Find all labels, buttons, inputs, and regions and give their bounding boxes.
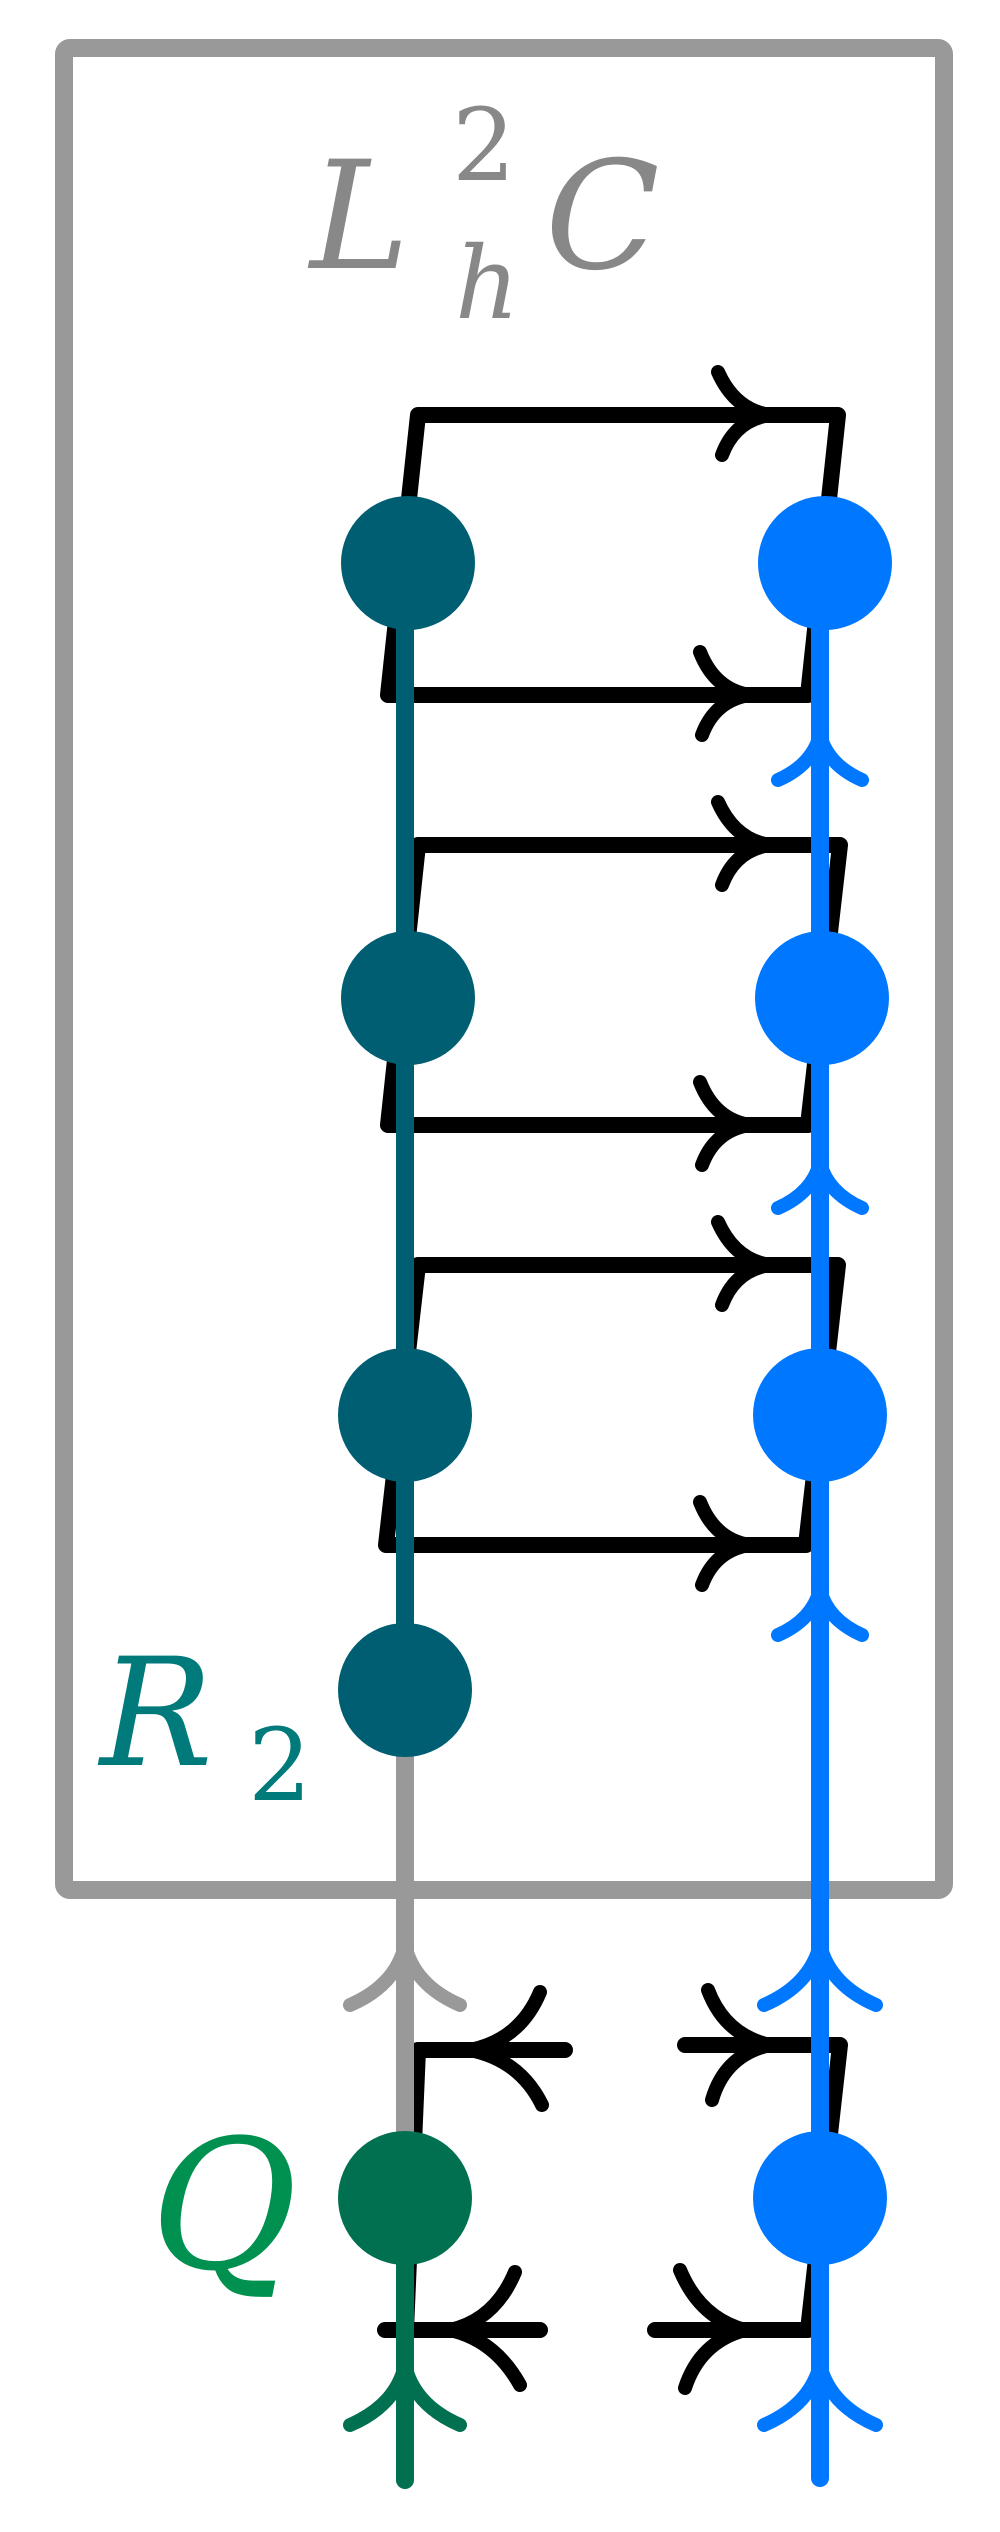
grey-arrowhead bbox=[343, 1943, 467, 2012]
q-node bbox=[338, 2131, 472, 2265]
right-node-2 bbox=[755, 931, 889, 1065]
box-label-base: L bbox=[307, 130, 410, 304]
r2-node bbox=[338, 1623, 472, 1757]
r2-label-sub: 2 bbox=[248, 1707, 312, 1824]
green-arrowhead bbox=[343, 2363, 467, 2432]
box-label-sup: 2 bbox=[452, 87, 516, 204]
arrowhead-1 bbox=[711, 365, 772, 462]
right-nodes bbox=[753, 496, 892, 2265]
arrowhead-6 bbox=[693, 1495, 752, 1592]
blue-arrowheads bbox=[757, 707, 883, 2432]
right-node-4 bbox=[753, 2131, 887, 2265]
left-nodes bbox=[338, 496, 475, 1757]
arrowhead-7 bbox=[468, 1985, 549, 2112]
blue-arrowhead-2 bbox=[771, 1135, 869, 1215]
arrowhead-8 bbox=[448, 2265, 527, 2392]
arrowhead-10 bbox=[673, 2263, 773, 2395]
left-node-3 bbox=[338, 1348, 472, 1482]
outer-box bbox=[55, 39, 953, 1899]
r2-label: R 2 bbox=[97, 1627, 312, 1824]
blue-arrowhead-5 bbox=[757, 2363, 883, 2432]
arrowhead-4 bbox=[693, 1075, 752, 1172]
arrowhead-5 bbox=[711, 1215, 772, 1312]
blue-arrowhead-3 bbox=[771, 1562, 869, 1642]
left-node-1 bbox=[341, 496, 475, 630]
right-node-3 bbox=[753, 1348, 887, 1482]
blue-arrowhead-1 bbox=[771, 707, 869, 787]
box-label-tail: C bbox=[545, 130, 660, 304]
black-arrowheads bbox=[448, 365, 773, 2395]
arrowhead-2 bbox=[693, 645, 752, 742]
box-label-sub: h bbox=[455, 225, 519, 342]
arrowhead-9 bbox=[701, 1983, 772, 2107]
q-label: Q bbox=[150, 2102, 298, 2311]
right-node-1 bbox=[758, 496, 892, 630]
left-node-2 bbox=[341, 931, 475, 1065]
r2-label-base: R bbox=[97, 1627, 213, 1801]
arrowhead-3 bbox=[711, 795, 772, 892]
blue-arrowhead-4 bbox=[757, 1943, 883, 2012]
box-label: L 2 h C bbox=[307, 87, 660, 342]
